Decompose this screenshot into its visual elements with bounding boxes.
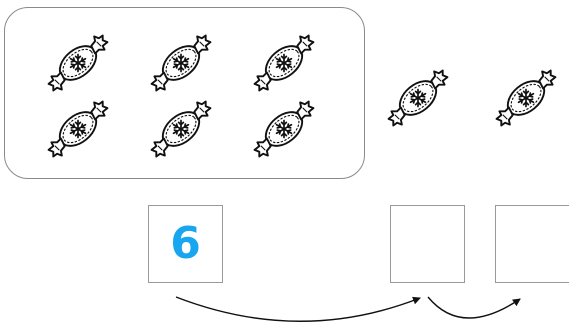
candy-group-box [4,7,365,179]
wrapped-candy-snowflake-icon [380,60,456,136]
arrow-to-third-box [427,296,521,319]
wrapped-candy-snowflake-icon [246,25,322,101]
count-box-second[interactable] [390,205,465,283]
count-box-third[interactable] [495,205,569,283]
count-value: 6 [170,218,201,269]
wrapped-candy-snowflake-icon [40,25,116,101]
count-box-group[interactable]: 6 [148,205,223,283]
wrapped-candy-snowflake-icon [246,91,322,167]
wrapped-candy-snowflake-icon [143,25,219,101]
wrapped-candy-snowflake-icon [40,91,116,167]
arrow-to-second-box [175,296,421,322]
wrapped-candy-snowflake-icon [143,91,219,167]
wrapped-candy-snowflake-icon [488,60,564,136]
